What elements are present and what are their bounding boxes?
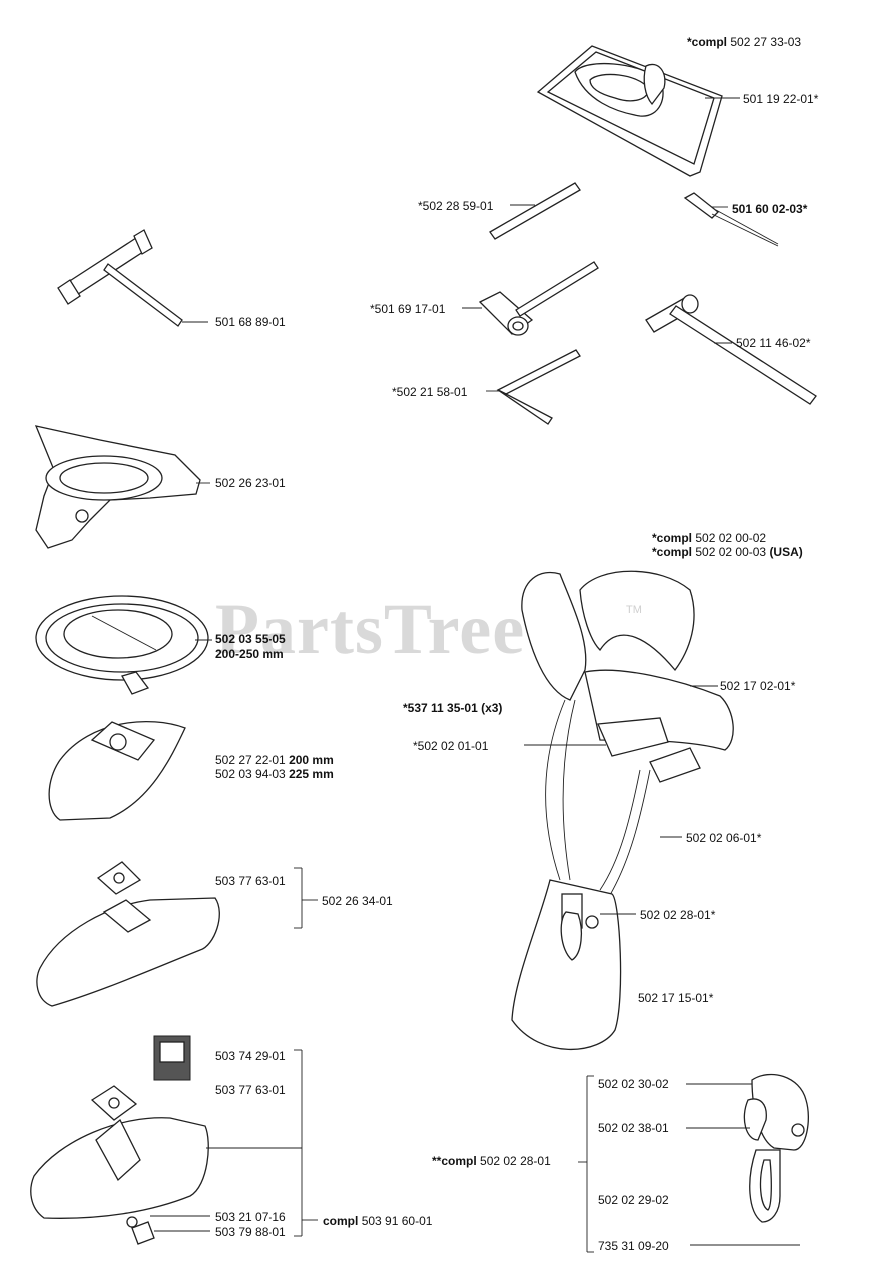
label-harness-compl-2: *compl 502 02 00-03 (USA) [652,545,803,559]
harness-hook [743,1073,809,1223]
label-guard-c-sticker: 503 74 29-01 [215,1049,286,1063]
file-tool [683,192,779,247]
label-hook-part-2: 502 02 38-01 [598,1121,669,1135]
label-guard-c-compl: compl 503 91 60-01 [323,1214,433,1228]
label-guard-b-plate: 503 77 63-01 [215,874,286,888]
label-guard-a-200: 502 27 22-01 200 mm [215,753,334,767]
label-hook-part-1: 502 02 30-02 [598,1077,669,1091]
label-harness-buckle: *502 02 01-01 [413,739,489,753]
label-guard-c-plate: 503 77 63-01 [215,1083,286,1097]
label-bag: 501 19 22-01* [743,92,819,106]
label-harness-pad: 502 17 15-01* [638,991,714,1005]
socket-wrench [478,261,599,336]
label-harness-compl-1: *compl 502 02 00-02 [652,531,767,545]
trademark-mark: TM [626,604,642,616]
tbar-wrench-right [645,294,817,405]
label-socket-wrench: *501 69 17-01 [370,302,446,316]
support-plate [34,425,201,549]
label-harness-clip: *537 11 35-01 (x3) [403,701,503,715]
label-bag-compl: *compl 502 27 33-03 [687,35,802,49]
label-file-tool: 501 60 02-03* [732,202,808,216]
label-guard-ring-size: 200-250 mm [215,647,284,661]
harness [511,570,734,1051]
watermark: PartsTree [215,589,526,669]
label-guard-ring-code: 502 03 55-05 [215,632,286,646]
rod [489,182,581,240]
label-guard-c-clip: 503 79 88-01 [215,1225,286,1239]
label-harness-cord: 502 02 06-01* [686,831,762,845]
tool-bag [536,45,723,177]
guard-b [36,861,220,1007]
guard-a [48,720,186,821]
tbar-wrench-left [57,229,183,327]
label-support-plate: 502 26 23-01 [215,476,286,490]
guard-c [30,1035,209,1245]
label-guard-b-compl: 502 26 34-01 [322,894,393,908]
label-harness-strap: 502 17 02-01* [720,679,796,693]
label-hook-part-3: 502 02 29-02 [598,1193,669,1207]
label-harness-hook: 502 02 28-01* [640,908,716,922]
label-tbar-wrench-left: 501 68 89-01 [215,315,286,329]
label-rod: *502 28 59-01 [418,199,494,213]
label-guard-a-225: 502 03 94-03 225 mm [215,767,334,781]
label-hex-key: *502 21 58-01 [392,385,468,399]
hex-key [496,349,581,425]
label-tbar-wrench-right: 502 11 46-02* [736,336,811,350]
label-guard-c-screw: 503 21 07-16 [215,1210,286,1224]
guard-ring [35,595,209,695]
label-hook-compl: **compl 502 02 28-01 [432,1154,551,1168]
label-hook-part-4: 735 31 09-20 [598,1239,669,1253]
